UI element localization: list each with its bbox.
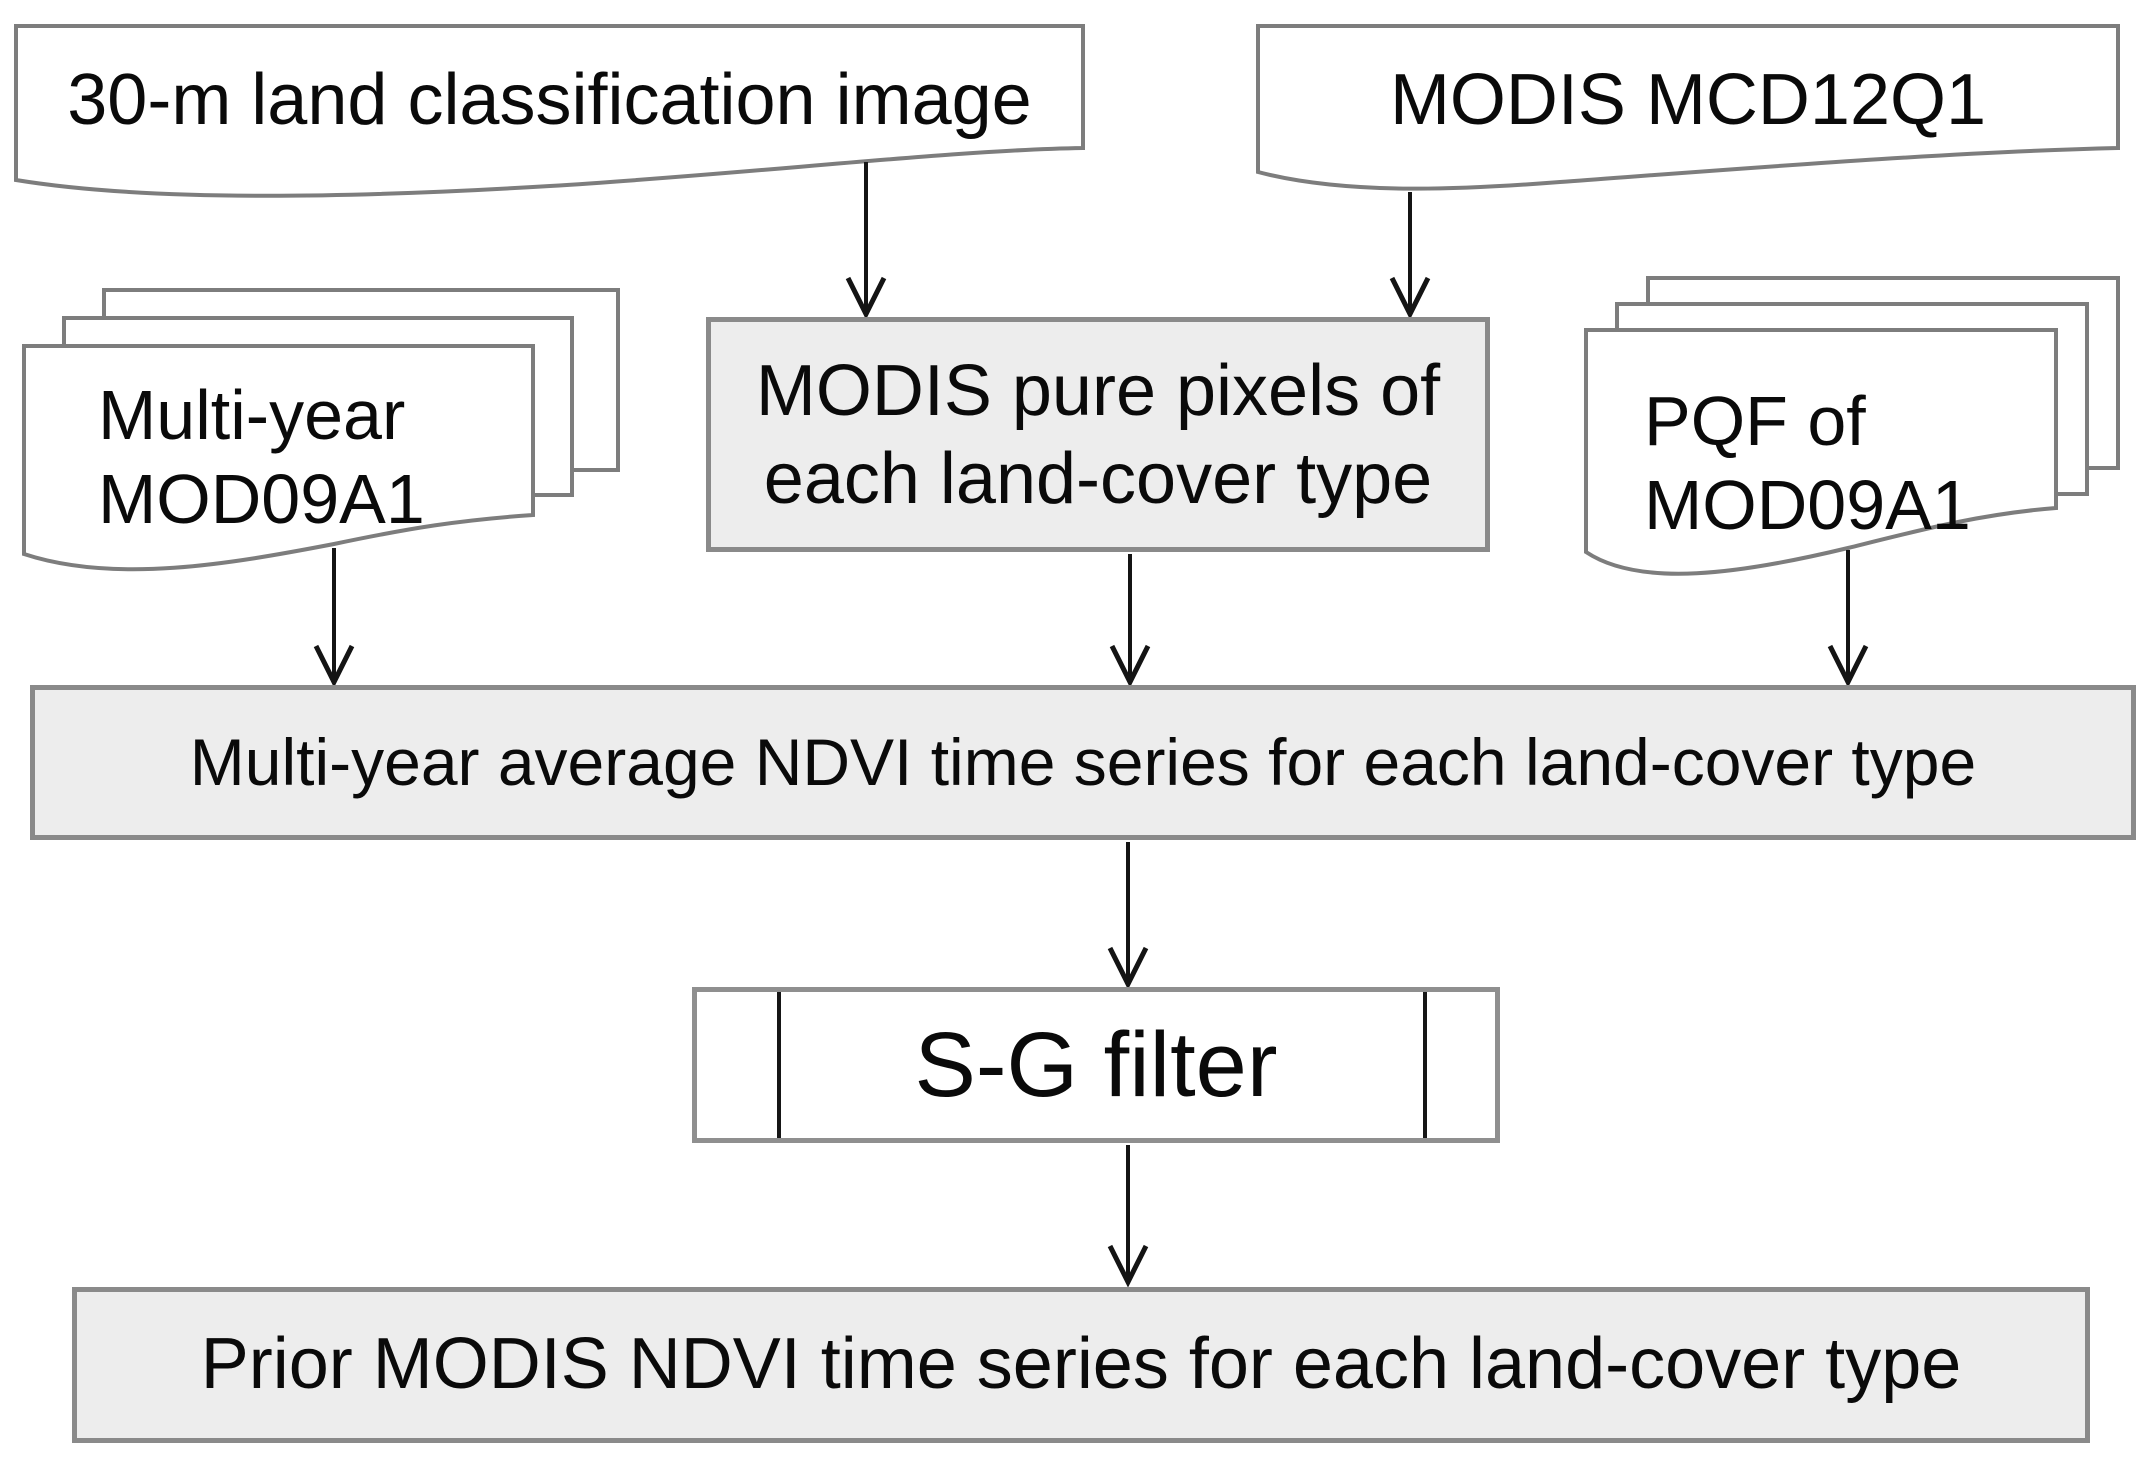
node-text-line: MODIS pure pixels of [755, 350, 1441, 431]
multidocument-pqf [1584, 276, 2120, 576]
node-prior-ndvi: Prior MODIS NDVI time series for each la… [72, 1287, 2090, 1443]
node-text: Multi-year average NDVI time series for … [189, 725, 1977, 800]
document-land-classification [14, 24, 1085, 198]
arrow-mod09a1-to-avgndvi [313, 548, 355, 688]
node-text-line: MOD09A1 [98, 460, 425, 538]
document-shape [14, 24, 1085, 198]
node-text: 30-m land classification image [67, 59, 1032, 140]
node-text-line: MOD09A1 [1644, 465, 1971, 544]
document-front-sheet [22, 344, 535, 572]
node-text-line: PQF of [1644, 381, 1866, 460]
node-text: Prior MODIS NDVI time series for each la… [200, 1324, 1962, 1405]
document-shape [1256, 24, 2120, 191]
multidocument-mod09a1 [22, 288, 620, 572]
document-front-sheet [1584, 328, 2058, 576]
node-pure-pixels: MODIS pure pixels of each land-cover typ… [706, 317, 1490, 552]
label-mcd12q1: MODIS MCD12Q1 [1258, 30, 2118, 170]
arrow-purepixels-to-avgndvi [1109, 554, 1151, 688]
arrow-sgfilter-to-priorndvi [1107, 1145, 1149, 1288]
document-mcd12q1 [1256, 24, 2120, 191]
sg-inner-line-left [777, 992, 781, 1138]
node-text: S-G filter [914, 1013, 1278, 1116]
arrow-pqf-to-avgndvi [1827, 550, 1869, 688]
arrow-avgndvi-to-sgfilter [1107, 842, 1149, 990]
arrow-landclassification-to-purepixels [845, 162, 887, 320]
arrow-mcd12q1-to-purepixels [1389, 192, 1431, 320]
node-avg-ndvi: Multi-year average NDVI time series for … [30, 685, 2136, 840]
sg-inner-line-right [1423, 992, 1427, 1138]
label-mod09a1: Multi-year MOD09A1 [24, 346, 533, 568]
label-pqf: PQF of MOD09A1 [1586, 350, 2056, 575]
node-text: MODIS MCD12Q1 [1389, 59, 1987, 140]
node-text-line: each land-cover type [763, 438, 1433, 519]
label-land-classification: 30-m land classification image [16, 30, 1083, 170]
node-sg-filter: S-G filter [692, 987, 1500, 1143]
node-text-line: Multi-year [98, 376, 406, 454]
